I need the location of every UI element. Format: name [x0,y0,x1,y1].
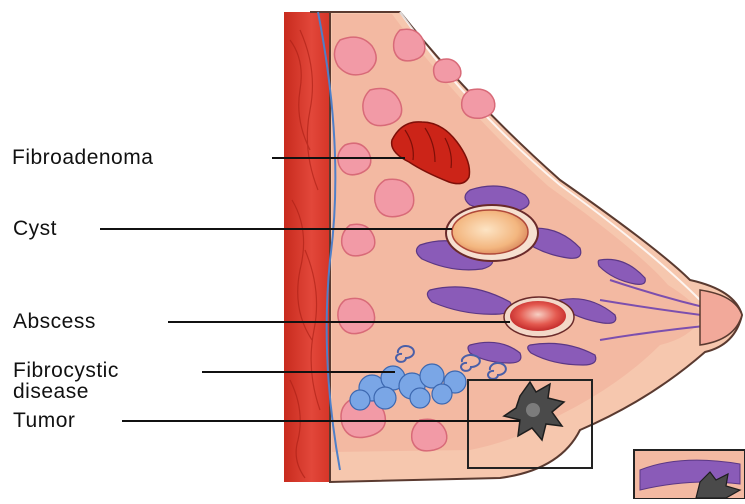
label-cyst: Cyst [13,218,57,240]
label-abscess: Abscess [13,311,96,333]
cyst-mass [446,205,538,261]
abscess-mass [504,297,574,337]
zoom-inset [634,450,745,499]
label-fibrocystic-line2: disease [13,381,89,403]
label-fibrocystic-line1: Fibrocystic [13,360,119,382]
chest-wall-muscle [284,12,330,482]
label-tumor: Tumor [13,410,75,432]
nipple [700,290,742,345]
label-fibroadenoma: Fibroadenoma [12,147,153,169]
